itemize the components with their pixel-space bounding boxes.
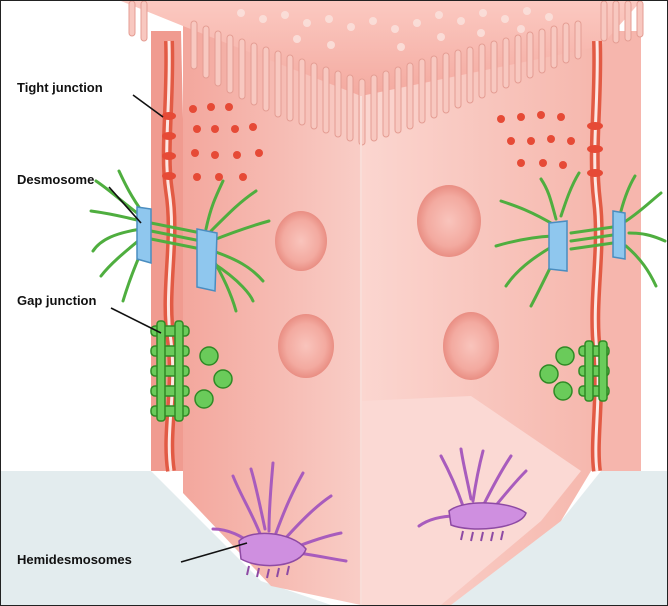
nucleus: [443, 312, 499, 380]
tight-junction-label: Tight junction: [17, 80, 103, 95]
desmosome-label: Desmosome: [17, 172, 94, 187]
nucleus: [278, 314, 334, 378]
nucleus: [275, 211, 327, 271]
gap-junction-label: Gap junction: [17, 293, 96, 308]
nucleus: [417, 185, 481, 257]
hemidesmosomes-label: Hemidesmosomes: [17, 552, 132, 567]
